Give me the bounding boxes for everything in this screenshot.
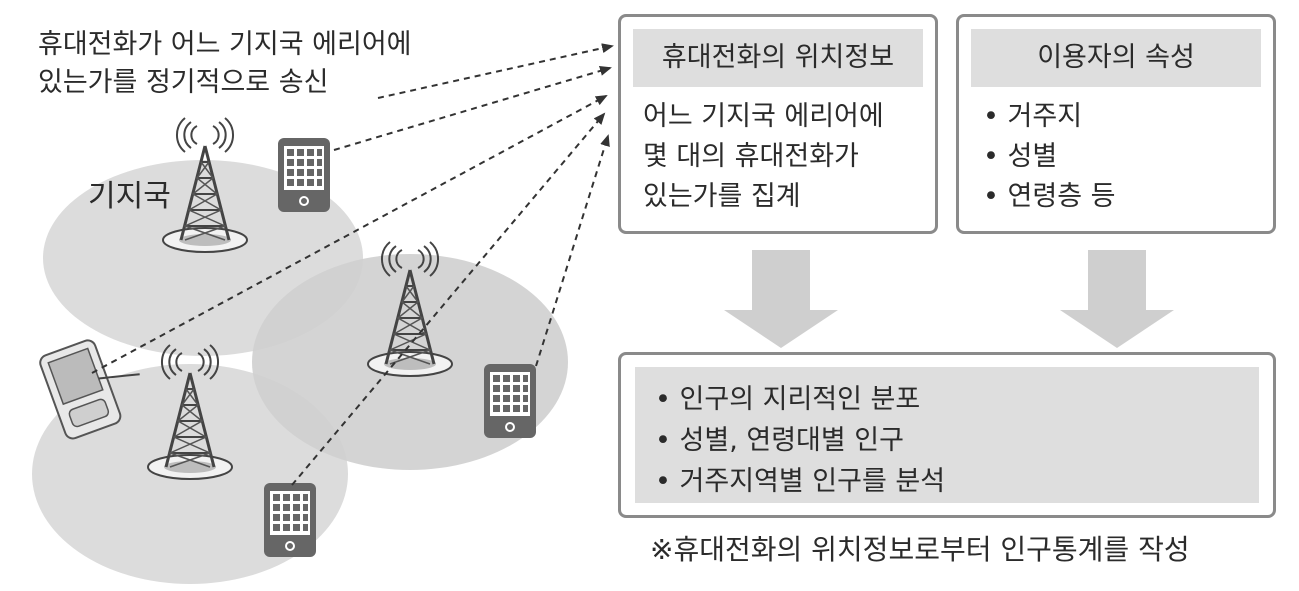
user-attr-item: • 성별 [983, 141, 1058, 172]
user-attributes-title: 이용자의 속성 [971, 29, 1261, 87]
location-info-title: 휴대전화의 위치정보 [633, 29, 923, 87]
user-attr-item: • 거주지 [983, 101, 1083, 132]
down-arrow-left [724, 250, 838, 348]
location-line-1: 어느 기지국 에리어에 [643, 101, 884, 132]
location-line-2: 몇 대의 휴대전화가 [643, 141, 859, 172]
analysis-item: • 인구의 지리적인 분포 [655, 384, 921, 415]
user-attributes-body: • 거주지 • 성별 • 연령층 등 [983, 97, 1115, 217]
user-attr-item: • 연령층 등 [983, 181, 1116, 212]
intro-line-2: 있는가를 정기적으로 송신 [38, 67, 329, 98]
intro-text: 휴대전화가 어느 기지국 에리어에 있는가를 정기적으로 송신 [38, 26, 412, 102]
location-info-body: 어느 기지국 에리어에 몇 대의 휴대전화가 있는가를 집계 [643, 97, 884, 217]
analysis-item: • 거주지역별 인구를 분석 [655, 466, 946, 497]
intro-line-1: 휴대전화가 어느 기지국 에리어에 [38, 29, 412, 60]
analysis-result-box: • 인구의 지리적인 분포 • 성별, 연령대별 인구 • 거주지역별 인구를 … [618, 352, 1276, 518]
signal-arrow-intro [377, 43, 614, 99]
analysis-result-list: • 인구의 지리적인 분포 • 성별, 연령대별 인구 • 거주지역별 인구를 … [655, 379, 945, 502]
phone-icon-1 [277, 137, 331, 213]
signal-arrow-phone3 [291, 112, 606, 486]
footnote: ※휴대전화의 위치정보로부터 인구통계를 작성 [650, 533, 1190, 566]
user-attributes-box: 이용자의 속성 • 거주지 • 성별 • 연령층 등 [956, 14, 1276, 234]
analysis-result-panel: • 인구의 지리적인 분포 • 성별, 연령대별 인구 • 거주지역별 인구를 … [635, 367, 1259, 503]
location-line-3: 있는가를 집계 [643, 181, 801, 212]
signal-arrow-phone2 [535, 134, 610, 367]
phone-icon-2 [483, 363, 537, 439]
signal-arrow-phone1 [333, 66, 612, 151]
location-info-box: 휴대전화의 위치정보 어느 기지국 에리어에 몇 대의 휴대전화가 있는가를 집… [618, 14, 938, 234]
signal-arrow-pda [91, 95, 608, 374]
down-arrow-right [1060, 250, 1174, 348]
pda-icon [39, 339, 140, 440]
base-station-label: 기지국 [88, 179, 171, 214]
phone-icon-3 [263, 482, 317, 558]
analysis-item: • 성별, 연령대별 인구 [655, 425, 904, 456]
